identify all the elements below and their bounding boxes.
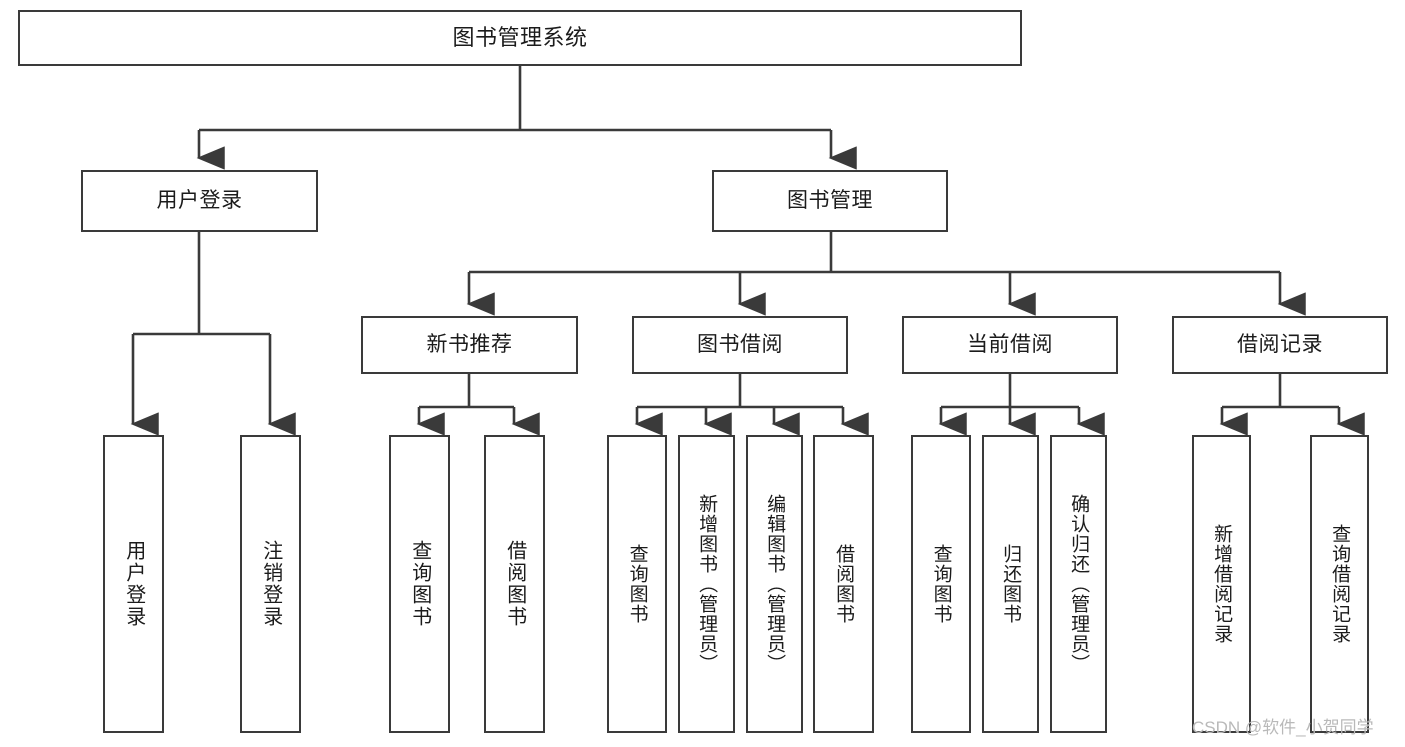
leaf-current-query-book[interactable]: 查询图书 [911, 435, 971, 733]
leaf-borrow-add-book-admin[interactable]: 新增图书（管理员） [678, 435, 735, 733]
leaf-user-login-logout[interactable]: 注销登录 [240, 435, 301, 733]
node-user-login[interactable]: 用户登录 [81, 170, 318, 232]
node-label: 借阅图书 [503, 540, 526, 628]
node-label: 当前借阅 [967, 332, 1053, 356]
leaf-borrow-borrow-book[interactable]: 借阅图书 [813, 435, 874, 733]
leaf-borrow-edit-book-admin[interactable]: 编辑图书（管理员） [746, 435, 803, 733]
node-label: 图书借阅 [697, 332, 783, 356]
leaf-current-confirm-return-admin[interactable]: 确认归还（管理员） [1050, 435, 1107, 733]
node-current-borrow[interactable]: 当前借阅 [902, 316, 1118, 374]
node-root-system[interactable]: 图书管理系统 [18, 10, 1022, 66]
node-label: 归还图书 [1000, 544, 1022, 624]
node-label: 查询图书 [930, 544, 952, 624]
node-borrow-records[interactable]: 借阅记录 [1172, 316, 1388, 374]
node-label: 用户登录 [156, 188, 243, 212]
node-label: 借阅记录 [1237, 332, 1323, 356]
node-label: 编辑图书（管理员） [764, 494, 786, 674]
csdn-watermark: CSDN @软件_小贺同学 [1192, 718, 1374, 737]
node-new-book-recommend[interactable]: 新书推荐 [361, 316, 578, 374]
node-label: 新增图书（管理员） [696, 494, 718, 674]
node-label: 新增借阅记录 [1211, 524, 1233, 644]
node-label: 用户登录 [122, 540, 145, 628]
node-book-management[interactable]: 图书管理 [712, 170, 948, 232]
node-label: 图书管理系统 [452, 25, 588, 51]
node-label: 查询图书 [408, 540, 431, 628]
node-label: 图书管理 [787, 188, 873, 212]
leaf-records-query-record[interactable]: 查询借阅记录 [1310, 435, 1369, 733]
leaf-borrow-query-book[interactable]: 查询图书 [607, 435, 667, 733]
node-label: 新书推荐 [426, 332, 513, 356]
node-label: 借阅图书 [833, 544, 855, 624]
node-label: 注销登录 [259, 540, 282, 628]
node-label: 查询借阅记录 [1329, 524, 1351, 644]
leaf-records-add-record[interactable]: 新增借阅记录 [1192, 435, 1251, 733]
node-book-borrow[interactable]: 图书借阅 [632, 316, 848, 374]
leaf-recommend-query-book[interactable]: 查询图书 [389, 435, 450, 733]
leaf-recommend-borrow-book[interactable]: 借阅图书 [484, 435, 545, 733]
leaf-current-return-book[interactable]: 归还图书 [982, 435, 1039, 733]
leaf-user-login-login[interactable]: 用户登录 [103, 435, 164, 733]
node-label: 确认归还（管理员） [1068, 494, 1090, 674]
node-label: 查询图书 [626, 544, 648, 624]
